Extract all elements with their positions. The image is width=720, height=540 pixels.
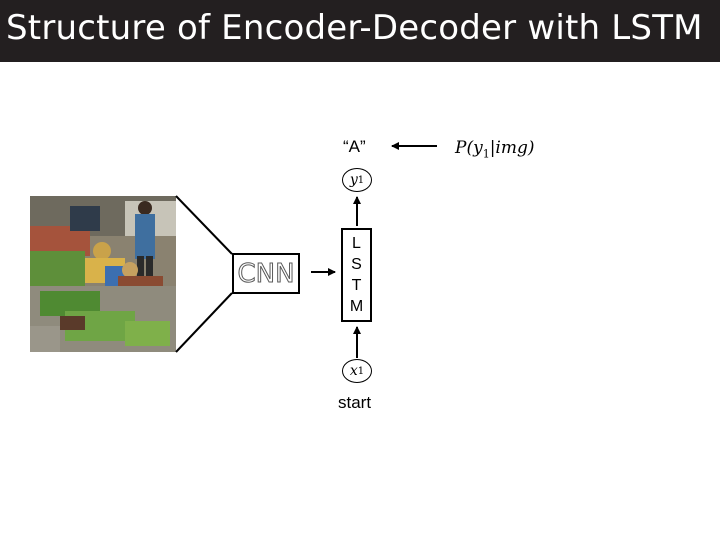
output-word-label: “A” [343,137,366,156]
probability-prefix: P(y [455,138,483,158]
lstm-decoder-box: L S T M [341,228,372,322]
input-node-symbol: x [349,363,358,379]
input-word-label: start [338,393,372,412]
funnel-line-top [175,195,233,255]
output-node-symbol: y [349,172,358,188]
probability-label: P(y1|img) [455,138,535,160]
lstm-letter-m: M [349,298,364,315]
title-bar: Structure of Encoder-Decoder with LSTM [0,0,720,62]
lstm-letter-l: L [352,235,361,252]
funnel-line-bottom [175,292,233,353]
probability-suffix: |img) [489,138,535,158]
slide-title: Structure of Encoder-Decoder with LSTM [6,8,703,48]
input-node-subscript: 1 [357,365,365,377]
lstm-letter-s: S [351,256,362,273]
output-node-subscript: 1 [357,174,365,186]
probability-subscript: 1 [482,147,490,161]
lstm-letter-t: T [351,277,362,294]
cnn-label: CNN [237,258,295,289]
cnn-encoder-box: CNN [232,253,300,294]
market-photo [30,196,176,352]
